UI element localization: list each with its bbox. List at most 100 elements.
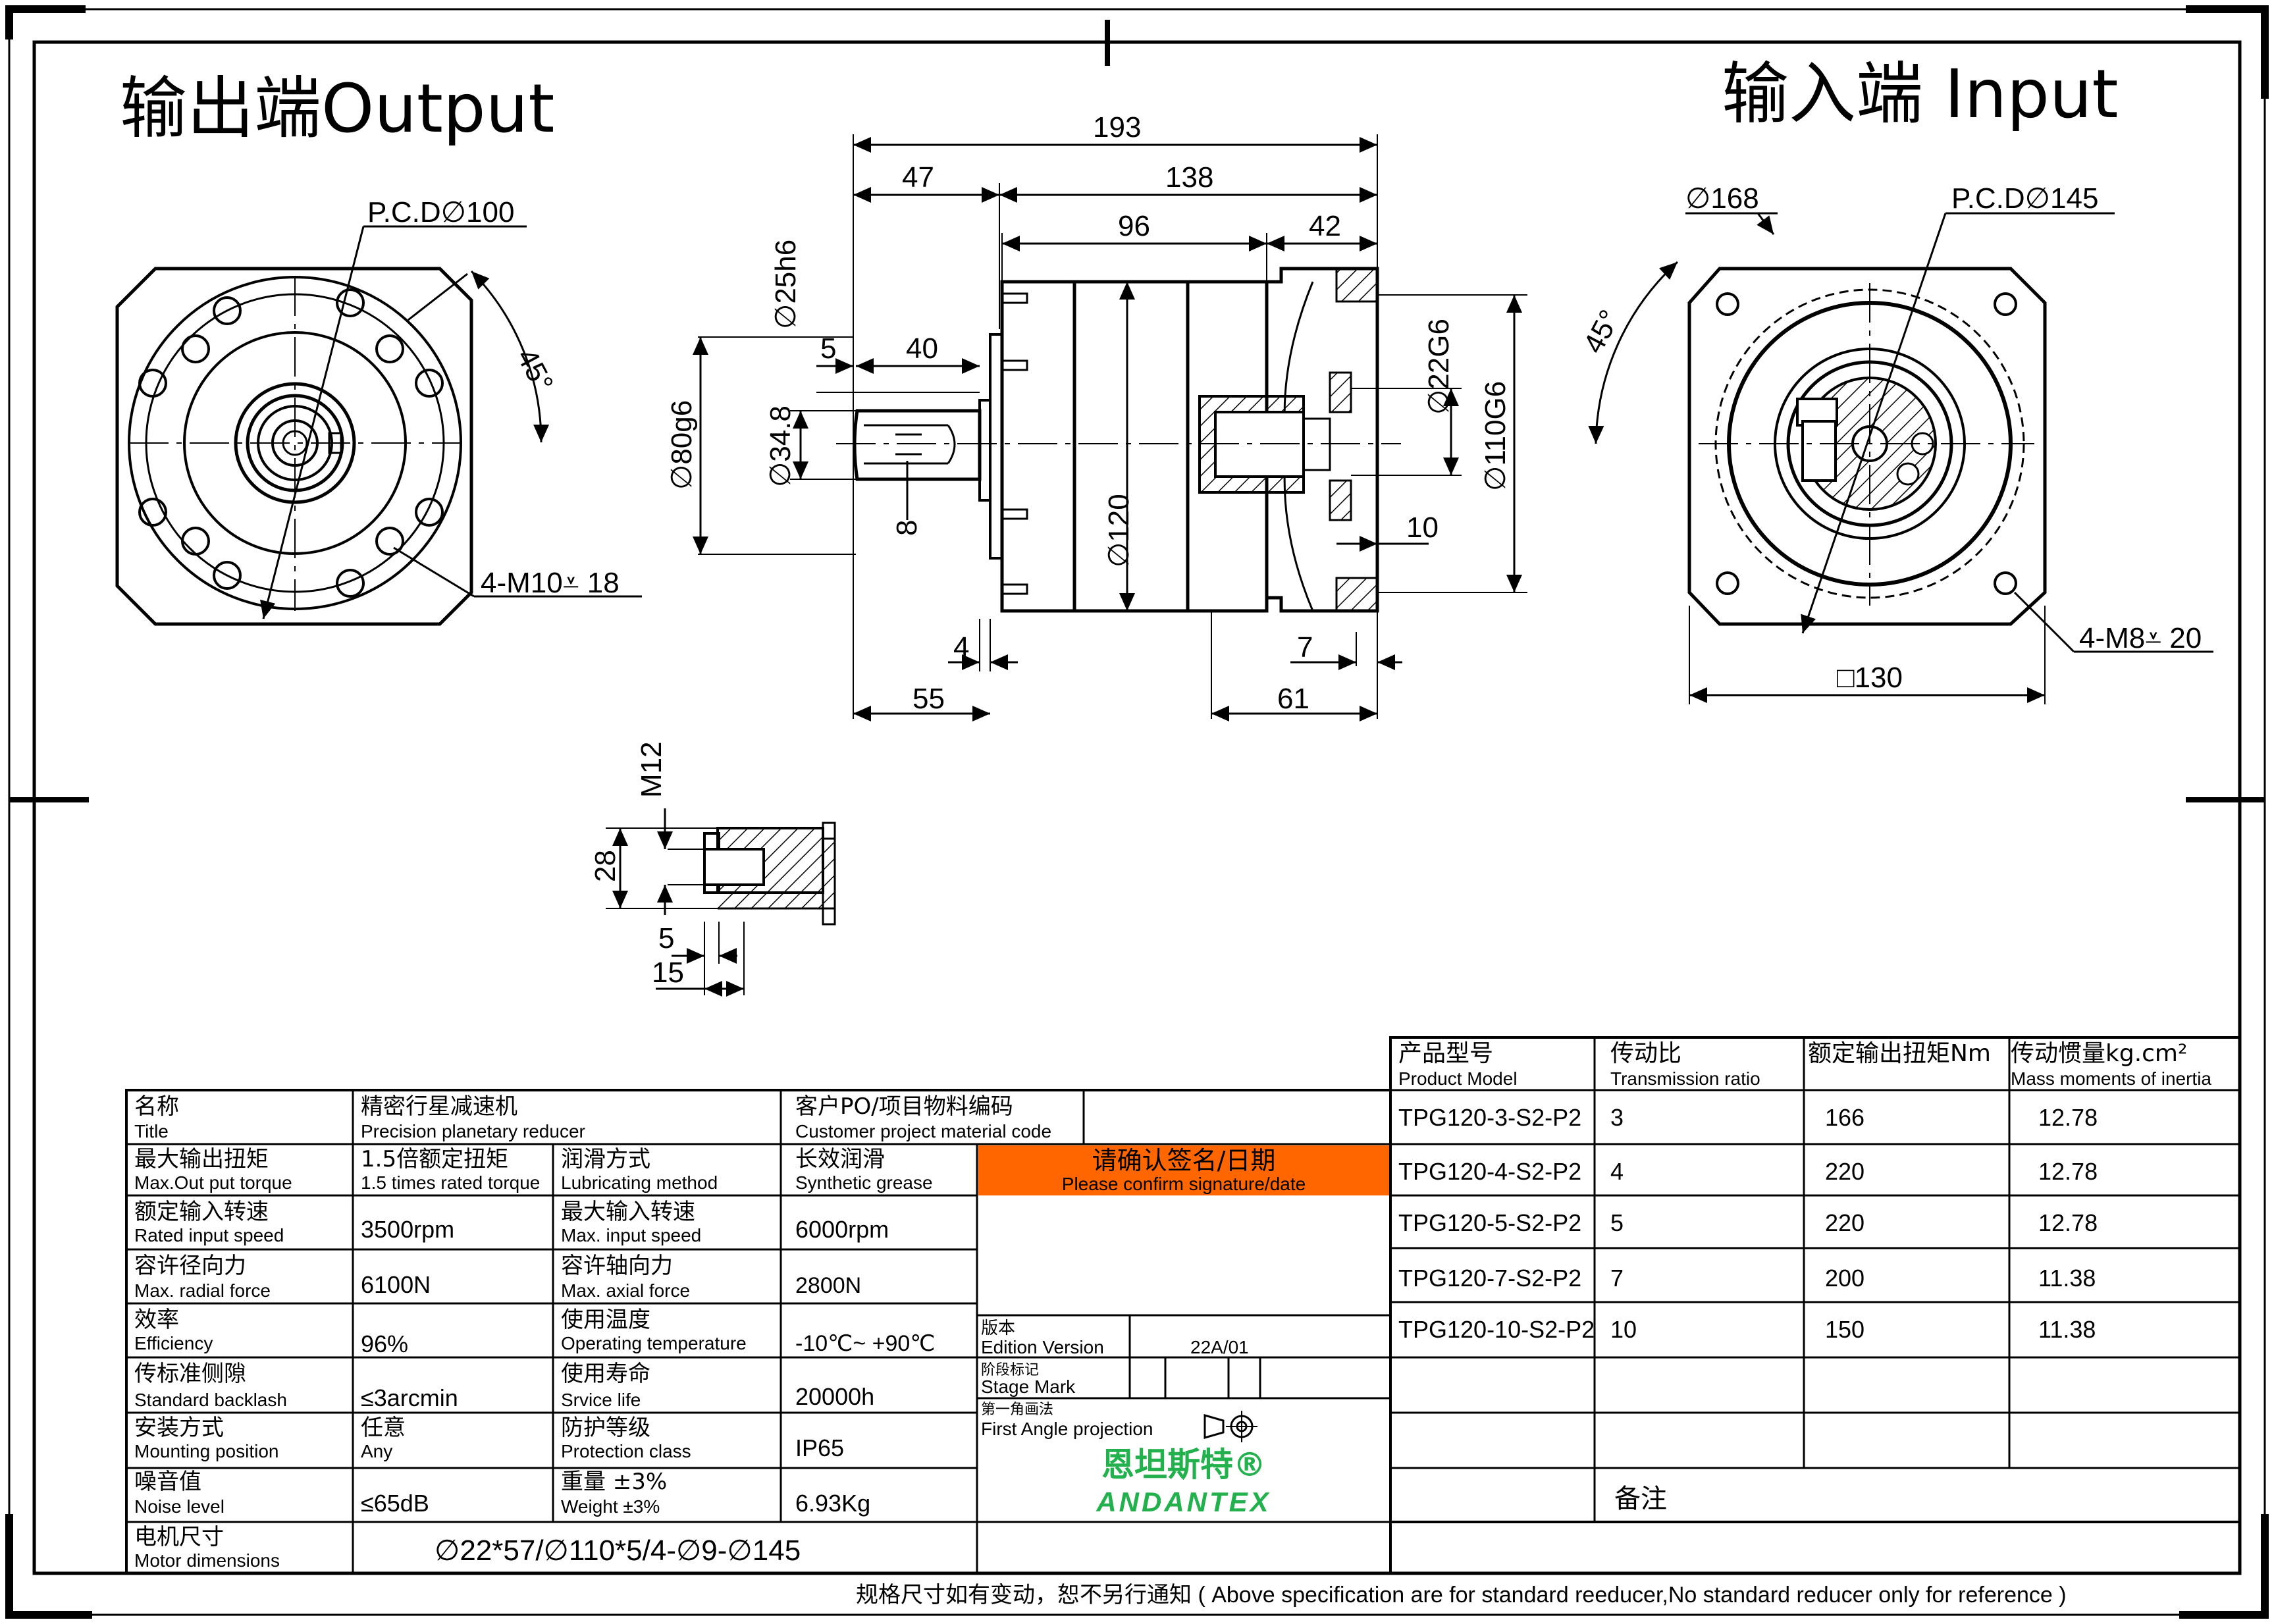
side-view-dimensions: 193 47 138 96 42 ∅25h6 5 40 ∅80g6 ∅34.8 … [666,111,1512,715]
detail-28: 28 [589,850,621,882]
spec-value-en: 1.5 times rated torque [361,1172,540,1193]
dim-138: 138 [1165,161,1213,194]
output-angle-label: 45° [510,344,560,398]
torque-cell: 220 [1825,1209,1864,1236]
spec-label-cn: 容许径向力 [134,1253,246,1279]
output-pcd-label: P.C.D∅100 [367,196,514,228]
spec-label-cn: 效率 [134,1307,179,1333]
spec-label-en: Rated input speed [134,1225,284,1245]
torque-cell: 220 [1825,1158,1864,1185]
inertia-cell: 12.78 [2038,1158,2098,1185]
spec-label-en: Max. input speed [561,1225,701,1245]
dim-25: ∅25h6 [770,240,802,329]
spec-label-en: Protection class [561,1441,691,1461]
detail-m12: M12 [635,741,668,798]
side-section-view [693,134,1527,721]
inertia-cell: 11.38 [2038,1265,2096,1292]
spec-label-en: Noise level [134,1496,225,1517]
header-inertia-en: Mass moments of inertia [2011,1068,2211,1089]
spec-value-en: 3500rpm [361,1216,454,1243]
header-ratio-en: Transmission ratio [1610,1068,1760,1089]
brand-logo-cn: 恩坦斯特® [1101,1446,1266,1484]
spec-label-cn: 容许轴向力 [561,1253,673,1279]
motor-label-en: Motor dimensions [134,1550,280,1571]
dim-193: 193 [1093,111,1141,144]
detail-view [606,808,836,997]
ratio-cell: 4 [1610,1158,1624,1185]
edition-en: Edition Version [981,1337,1104,1357]
title-block: 版本 Edition Version 22A/01 阶段标记 Stage Mar… [981,1319,1269,1517]
spec-value-en: -10℃~ +90℃ [795,1331,935,1356]
spec-value-en: 20000h [795,1383,874,1410]
title-value-cn: 精密行星减速机 [361,1093,517,1120]
ratio-cell: 3 [1610,1104,1624,1131]
stage-en: Stage Mark [981,1376,1076,1397]
dim-42: 42 [1309,210,1341,242]
spec-value-en: ≤65dB [361,1490,429,1517]
input-angle-label: 45° [1577,305,1627,359]
dim-22: ∅22G6 [1423,319,1455,415]
output-holes-label: 4-M10⩡ 18 [481,567,620,599]
spec-label-en: Mounting position [134,1441,278,1461]
spec-rows: 最大输出扭矩 Max.Out put torque 1.5倍额定扭矩 1.5 t… [134,1146,935,1517]
confirm-signature-cell [978,1145,1389,1195]
dim-10: 10 [1406,511,1439,544]
motor-row: 电机尺寸 Motor dimensions ∅22*57/∅110*5/4-∅9… [134,1524,801,1571]
dim-110: ∅110G6 [1479,381,1512,491]
confirm-cn: 请确认签名/日期 [1092,1146,1276,1175]
torque-cell: 166 [1825,1104,1864,1131]
spec-label-en: Max. axial force [561,1280,690,1301]
dim-4: 4 [953,631,969,664]
dim-80: ∅80g6 [666,400,698,490]
output-flange-view [115,225,642,626]
models-table-headers: 产品型号 Product Model 传动比 Transmission rati… [1398,1040,2211,1089]
spec-label-cn: 润滑方式 [561,1146,650,1172]
input-flange-view [1588,212,2213,704]
torque-cell: 200 [1825,1265,1864,1292]
spec-value-en: 6000rpm [795,1216,889,1243]
title-en: Title [134,1121,169,1141]
spec-label-en: Operating temperature [561,1333,747,1353]
spec-label-en: Max.Out put torque [134,1172,292,1193]
spec-label-en: Weight ±3% [561,1496,660,1517]
spec-label-cn: 传标准侧隙 [134,1361,246,1387]
projection-cn: 第一角画法 [981,1401,1053,1418]
spec-value-en: 96% [361,1330,408,1357]
title-cn: 名称 [134,1093,179,1120]
edition-value: 22A/01 [1190,1337,1249,1357]
remark-label: 备注 [1614,1484,1667,1514]
inertia-cell: 12.78 [2038,1104,2098,1131]
models-table-rows: TPG120-3-S2-P2 3 166 12.78 TPG120-4-S2-P… [1398,1104,2098,1343]
model-cell: TPG120-3-S2-P2 [1398,1104,1581,1131]
title-value-en: Precision planetary reducer [361,1121,585,1141]
sheet-frame [5,5,2269,1619]
spec-label-en: Srvice life [561,1390,641,1410]
model-cell: TPG120-7-S2-P2 [1398,1265,1581,1292]
spec-label-cn: 噪音值 [134,1469,201,1495]
spec-table [125,1089,1392,1575]
spec-label-en: Lubricating method [561,1172,718,1193]
output-title: 输出端Output [120,70,554,148]
header-inertia-cn: 传动惯量kg.cm² [2011,1040,2187,1067]
spec-value-en: Synthetic grease [795,1172,933,1193]
first-angle-projection-icon [1203,1411,1257,1442]
spec-value-en: 6100N [361,1271,431,1298]
model-cell: TPG120-5-S2-P2 [1398,1209,1581,1236]
projection-en: First Angle projection [981,1419,1153,1439]
dim-5: 5 [820,332,836,365]
spec-label-cn: 安装方式 [134,1415,224,1441]
spec-label-cn: 防护等级 [561,1415,650,1441]
dim-55: 55 [912,683,945,715]
spec-label-cn: 最大输入转速 [561,1199,695,1225]
input-d168-label: ∅168 [1685,182,1759,215]
footer-note: 规格尺寸如有变动，恕不另行通知 ( Above specification ar… [856,1583,2067,1608]
spec-label-en: Efficiency [134,1333,213,1353]
dim-96: 96 [1118,210,1150,242]
spec-value-cn: 长效润滑 [795,1146,885,1172]
spec-title-row: 名称 Title 精密行星减速机 Precision planetary red… [134,1093,1051,1141]
dim-61: 61 [1277,683,1309,715]
spec-label-cn: 额定输入转速 [134,1199,269,1225]
dim-7: 7 [1297,631,1313,664]
spec-label-cn: 最大输出扭矩 [134,1146,269,1172]
